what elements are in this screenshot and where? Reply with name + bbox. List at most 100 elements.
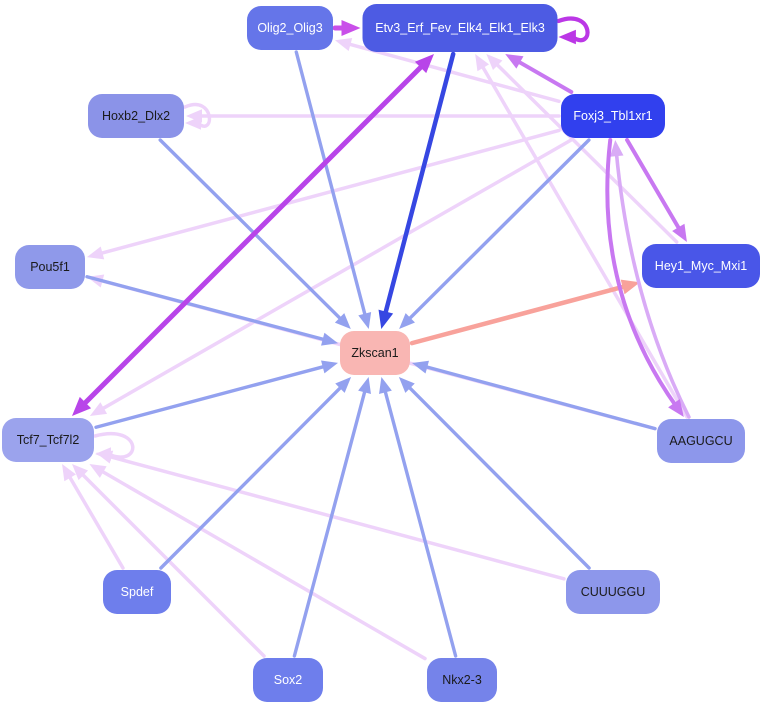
edge-line	[158, 138, 345, 323]
node-cuuuggu[interactable]: CUUUGGU	[566, 570, 660, 614]
arrowhead	[335, 37, 353, 51]
arrowhead	[475, 54, 490, 72]
arrowhead	[412, 360, 429, 374]
edge-aagugcu-foxj3[interactable]	[609, 140, 691, 419]
node-olig2[interactable]: Olig2_Olig3	[247, 6, 333, 50]
edge-aagugcu-etv3[interactable]	[475, 54, 689, 419]
node-shape[interactable]	[253, 658, 323, 702]
arrowhead	[321, 360, 338, 374]
node-shape[interactable]	[103, 570, 171, 614]
arrowhead	[505, 54, 524, 69]
self-loop	[183, 102, 212, 128]
edge-line	[409, 283, 631, 346]
edge-curve	[614, 149, 691, 419]
arrowhead	[414, 54, 434, 74]
edge-nkx23-tcf7[interactable]	[89, 464, 427, 661]
node-aagugcu[interactable]: AAGUGCU	[657, 419, 745, 463]
edge-sox2-tcf7[interactable]	[72, 464, 266, 658]
edge-hoxb2-zkscan1[interactable]	[158, 138, 351, 329]
edge-tcf7-zkscan1[interactable]	[94, 360, 338, 429]
arrowhead	[668, 399, 684, 417]
arrowhead	[378, 309, 394, 329]
edge-line	[94, 363, 330, 429]
edge-hoxb2-self[interactable]	[183, 102, 212, 130]
edge-sox2-zkscan1[interactable]	[292, 377, 371, 658]
node-shape[interactable]	[657, 419, 745, 463]
arrowhead	[379, 377, 392, 394]
edge-line	[625, 138, 683, 234]
edge-foxj3-pou5f1[interactable]	[87, 128, 561, 260]
node-tcf7[interactable]: Tcf7_Tcf7l2	[2, 418, 94, 462]
edge-line	[78, 60, 428, 410]
node-zkscan1[interactable]: Zkscan1	[340, 331, 410, 375]
self-loop	[93, 432, 135, 459]
edge-olig2-etv3[interactable]	[332, 20, 361, 36]
node-hoxb2[interactable]: Hoxb2_Dlx2	[88, 94, 184, 138]
arrowhead	[334, 313, 351, 329]
edge-tcf7-self[interactable]	[93, 432, 135, 461]
node-shape[interactable]	[247, 6, 333, 50]
node-shape[interactable]	[427, 658, 497, 702]
edge-etv3-self[interactable]	[556, 16, 590, 45]
edge-foxj3-zkscan1[interactable]	[399, 138, 591, 329]
edge-pou5f1-zkscan1[interactable]	[85, 275, 338, 346]
edge-line	[382, 385, 458, 658]
edge-layer	[62, 16, 691, 661]
edge-line	[78, 470, 266, 658]
arrowhead	[399, 313, 415, 329]
edge-line	[159, 383, 345, 570]
arrowhead	[358, 377, 371, 394]
node-pou5f1[interactable]: Pou5f1	[15, 245, 85, 289]
edge-olig2-zkscan1[interactable]	[294, 50, 372, 329]
edge-spdef-tcf7[interactable]	[62, 464, 125, 570]
node-foxj3[interactable]: Foxj3_Tbl1xr1	[561, 94, 665, 138]
node-shape[interactable]	[566, 570, 660, 614]
edge-line	[420, 364, 657, 431]
edge-cuuuggu-zkscan1[interactable]	[398, 377, 591, 570]
arrowhead	[620, 279, 640, 295]
arrowhead	[672, 223, 687, 242]
arrowhead	[358, 312, 372, 329]
edge-aagugcu-zkscan1[interactable]	[412, 360, 657, 431]
edge-foxj3-tcf7[interactable]	[89, 138, 573, 416]
arrowhead	[321, 332, 338, 346]
edge-zkscan1-hey1[interactable]	[409, 279, 640, 346]
edge-foxj3-aagugcu[interactable]	[605, 138, 684, 417]
arrowhead	[185, 116, 201, 130]
arrowhead	[72, 464, 89, 481]
edge-line	[96, 128, 561, 256]
node-shape[interactable]	[561, 94, 665, 138]
arrowhead	[62, 464, 76, 482]
node-shape[interactable]	[2, 418, 94, 462]
edge-line	[479, 61, 689, 419]
edge-etv3-zkscan1[interactable]	[378, 51, 456, 329]
edge-nkx23-zkscan1[interactable]	[379, 377, 458, 658]
edge-line	[105, 454, 566, 581]
edge-line	[405, 138, 591, 323]
arrowhead	[335, 377, 352, 393]
node-shape[interactable]	[15, 245, 85, 289]
edge-foxj3-etv3[interactable]	[505, 54, 574, 94]
node-spdef[interactable]: Spdef	[103, 570, 171, 614]
node-shape[interactable]	[340, 331, 410, 375]
edge-spdef-zkscan1[interactable]	[159, 377, 352, 570]
node-shape[interactable]	[362, 4, 558, 52]
node-etv3[interactable]: Etv3_Erf_Fev_Elk4_Elk1_Elk3	[362, 4, 558, 52]
arrowhead	[89, 402, 108, 416]
edge-tcf7-etv3[interactable]	[72, 54, 434, 416]
node-hey1[interactable]: Hey1_Myc_Mxi1	[642, 244, 760, 288]
self-loop	[556, 16, 590, 43]
edge-curve	[605, 138, 679, 410]
arrowhead	[398, 377, 415, 393]
edge-foxj3-hey1[interactable]	[625, 138, 687, 242]
node-sox2[interactable]: Sox2	[253, 658, 323, 702]
node-shape[interactable]	[88, 94, 184, 138]
edge-line	[382, 51, 456, 320]
edge-hey1-etv3[interactable]	[486, 54, 679, 244]
arrowhead	[72, 396, 92, 416]
node-nkx23[interactable]: Nkx2-3	[427, 658, 497, 702]
arrowhead	[87, 246, 105, 260]
node-shape[interactable]	[642, 244, 760, 288]
